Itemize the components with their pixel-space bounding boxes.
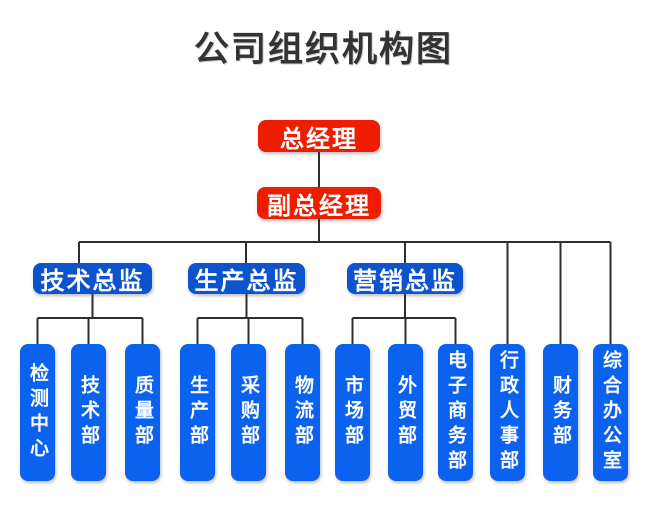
page-title: 公司组织机构图 [193, 30, 453, 69]
node-director-marketing: 营销总监 [347, 263, 463, 295]
node-dept-testing-center: 检测中心 [20, 344, 55, 481]
node-dept-quality: 质量部 [125, 344, 160, 481]
node-dept-finance: 财务部 [543, 344, 578, 481]
node-dept-market: 市场部 [335, 344, 370, 481]
node-dept-foreign-trade: 外贸部 [388, 344, 423, 481]
node-director-production: 生产总监 [188, 263, 305, 295]
node-director-technical: 技术总监 [33, 263, 152, 295]
node-dept-logistics: 物流部 [285, 344, 320, 481]
node-dept-general-office: 综合办公室 [593, 344, 628, 481]
node-dept-purchasing: 采购部 [231, 344, 266, 481]
node-general-manager: 总经理 [258, 120, 380, 153]
node-dept-ecommerce: 电子商务部 [438, 344, 473, 481]
node-deputy-general-manager: 副总经理 [257, 187, 381, 220]
node-dept-admin-hr: 行政人事部 [490, 344, 525, 481]
node-dept-technical: 技术部 [71, 344, 106, 481]
node-dept-production: 生产部 [180, 344, 215, 481]
